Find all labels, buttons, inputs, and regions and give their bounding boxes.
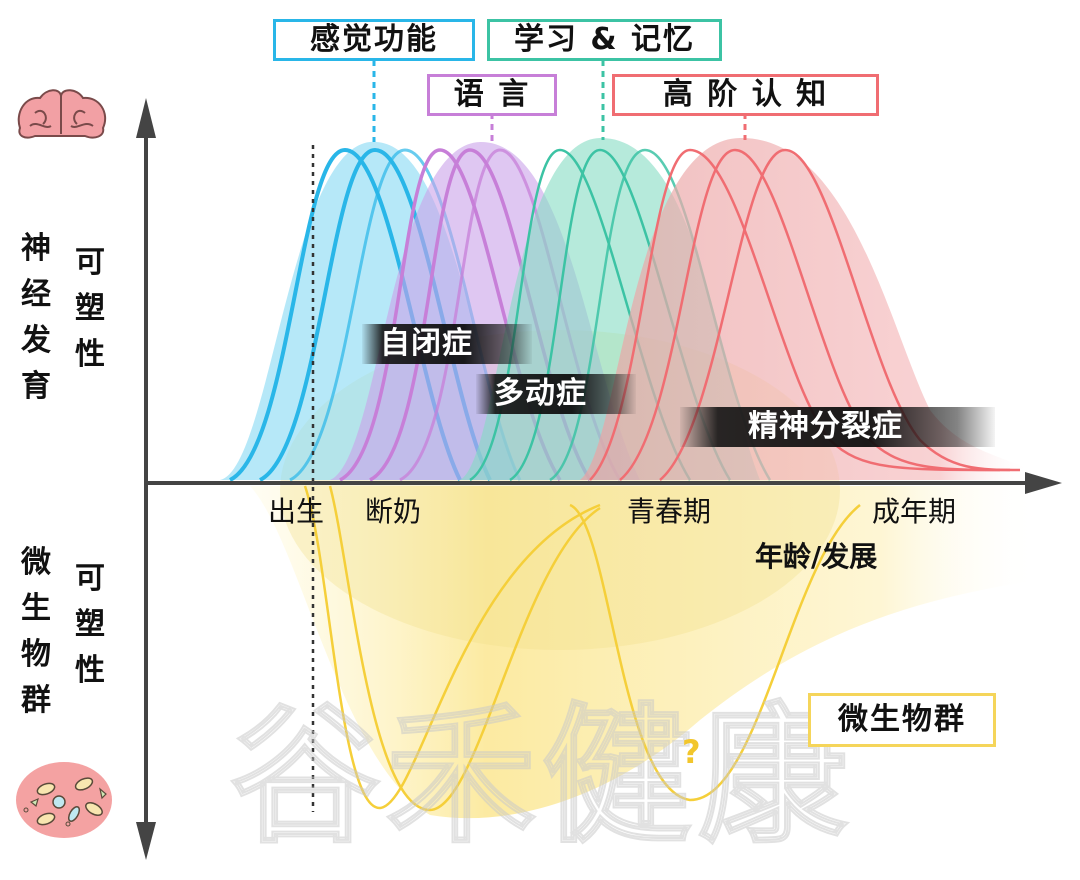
down-arrow-icon <box>136 822 156 860</box>
upper-plasticity-label: 可塑性 <box>75 245 105 372</box>
tick-weaning: 断奶 <box>365 495 422 528</box>
higher-cognition-series <box>580 137 1030 481</box>
sensory-function-label: 感觉功能 <box>273 19 475 61</box>
learning-memory-label: 学习 & 记忆 <box>487 19 722 61</box>
lower-plasticity-label: 可塑性 <box>75 561 105 688</box>
language-label: 语 言 <box>427 74 557 116</box>
microbiota-label: 微生物群 <box>808 693 996 747</box>
neurodevelopment-label: 神经发育 <box>21 231 51 404</box>
x-axis <box>146 472 1062 494</box>
microbiota-icon <box>16 762 112 838</box>
brain-icon <box>17 89 107 139</box>
up-arrow-icon <box>136 98 156 138</box>
question-mark: ? <box>682 733 701 771</box>
y-axis <box>136 98 156 860</box>
microbiota-axis-label: 微生物群 <box>21 545 51 718</box>
higher-cognition-label: 高 阶 认 知 <box>612 74 879 116</box>
x-axis-title: 年龄/发展 <box>755 540 878 573</box>
tick-adulthood: 成年期 <box>872 495 957 528</box>
tick-birth: 出生 <box>268 495 325 528</box>
adhd-label: 多动症 <box>476 374 636 414</box>
tick-puberty: 青春期 <box>627 495 712 528</box>
schizophrenia-label: 精神分裂症 <box>680 407 995 447</box>
watermark: 谷禾健康 <box>229 689 855 865</box>
autism-label: 自闭症 <box>362 324 532 364</box>
microbiota-series <box>303 485 861 812</box>
right-arrow-icon <box>1025 472 1062 494</box>
